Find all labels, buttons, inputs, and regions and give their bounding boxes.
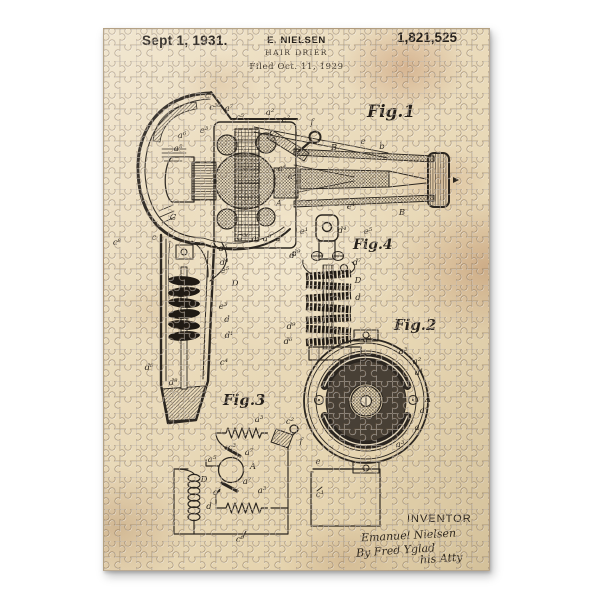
part-label-fig1: b bbox=[379, 141, 385, 152]
part-label-fig1: a³ bbox=[287, 171, 297, 182]
part-label-fig3: c¹ bbox=[315, 489, 325, 500]
part-label-fig1: a³ bbox=[251, 233, 261, 244]
patent-print-puzzle: Sept 1, 1931. E. NIELSEN 1,821,525 HAIR … bbox=[103, 28, 490, 571]
part-label-fig2: a⁵ bbox=[362, 334, 372, 345]
part-label-fig1: e¹ bbox=[346, 201, 356, 212]
part-label-fig4: e¹ bbox=[299, 226, 309, 237]
part-label-fig1: B bbox=[330, 142, 338, 153]
part-label-fig2: a² bbox=[412, 356, 422, 367]
part-label-fig3: e bbox=[315, 456, 321, 467]
part-label-fig3: f bbox=[299, 436, 303, 447]
part-label-fig3: c⁴ bbox=[212, 487, 222, 498]
part-label-fig4: d⁴ bbox=[337, 225, 347, 236]
part-label-fig1: c⁸ bbox=[112, 237, 122, 248]
part-label-fig1: d⁵ bbox=[218, 243, 228, 254]
part-label-fig1: a bbox=[275, 233, 281, 244]
part-label-fig1: e bbox=[360, 136, 366, 147]
part-label-fig2: a¹ bbox=[414, 367, 424, 378]
part-label-fig3: D bbox=[200, 474, 208, 485]
part-label-fig4: d⁷ bbox=[352, 257, 362, 268]
part-label-fig3: a⁷ bbox=[244, 447, 254, 458]
part-label-fig3: c³ bbox=[227, 442, 237, 453]
part-label-fig3: A bbox=[249, 461, 257, 472]
part-label-fig2: A bbox=[424, 394, 432, 405]
part-label-fig2: a⁴ bbox=[419, 405, 429, 416]
part-label-fig1: c¹ bbox=[204, 90, 214, 101]
part-label-fig1: c bbox=[151, 232, 157, 243]
part-label-fig1: D bbox=[231, 278, 239, 289]
part-label-fig2: a³ bbox=[395, 439, 405, 450]
part-label-fig3: a³ bbox=[257, 485, 267, 496]
part-label-fig1: c³⁰ bbox=[209, 102, 221, 113]
part-label-fig4: d bbox=[355, 292, 361, 303]
part-label-fig1: e³ bbox=[218, 301, 228, 312]
part-label-fig1: d¹ bbox=[224, 330, 234, 341]
part-label-fig3: c² bbox=[285, 416, 295, 427]
part-label-fig1: c⁴ bbox=[219, 357, 229, 368]
part-label-fig1: f bbox=[310, 117, 314, 128]
part-label-fig1: e² bbox=[281, 114, 291, 125]
printed-text-layer: Sept 1, 1931. E. NIELSEN 1,821,525 HAIR … bbox=[104, 29, 489, 570]
part-label-fig3: d bbox=[206, 501, 212, 512]
part-label-fig1: a⁵ bbox=[173, 143, 183, 154]
part-label-fig1: C bbox=[169, 212, 177, 223]
part-label-fig1: B bbox=[398, 207, 406, 218]
part-label-fig3: a⁷ bbox=[242, 476, 252, 487]
part-label-fig1: d⁶ bbox=[144, 362, 154, 373]
part-label-fig1: C³⁰ bbox=[236, 232, 250, 243]
part-label-fig3: c⁶ bbox=[235, 534, 245, 545]
part-label-fig4: d⁹ bbox=[291, 248, 301, 259]
part-label-fig1: c⁵ bbox=[235, 112, 245, 123]
part-label-fig1: a⁷ bbox=[224, 103, 234, 114]
part-label-fig1: a² bbox=[265, 107, 275, 118]
part-label-fig1: a⁴ bbox=[277, 163, 287, 174]
part-label-fig4: d⁹ bbox=[286, 321, 296, 332]
part-label-fig1: d bbox=[224, 314, 230, 325]
part-label-fig4: e⁵ bbox=[363, 226, 373, 237]
part-label-fig2: a³ bbox=[398, 346, 408, 357]
part-label-fig1: e³ bbox=[199, 125, 209, 136]
part-label-fig3: a⁵ bbox=[207, 454, 217, 465]
part-label-fig4: d⁶ bbox=[283, 336, 293, 347]
part-label-fig4: D bbox=[354, 275, 362, 286]
part-label-fig1: e⁵ bbox=[220, 265, 230, 276]
part-label-fig1: d⁸ bbox=[168, 377, 178, 388]
part-label-fig1: A bbox=[275, 198, 283, 209]
part-label-fig1: a⁶ bbox=[177, 130, 187, 141]
part-label-fig3: a³ bbox=[254, 414, 264, 425]
part-label-fig2: a bbox=[414, 422, 420, 433]
part-label-fig1: a³ bbox=[262, 233, 272, 244]
